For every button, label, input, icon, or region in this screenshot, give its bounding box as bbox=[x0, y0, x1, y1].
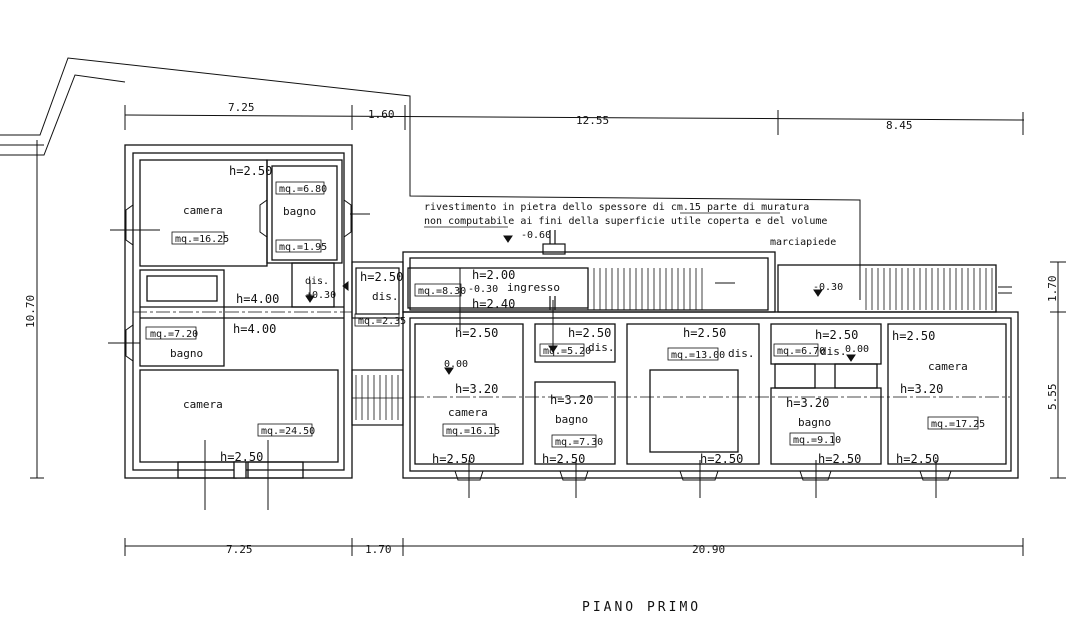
room-2-area: mq.=1.95 bbox=[279, 242, 327, 253]
stair-lines-right bbox=[587, 268, 993, 310]
dim-bottom-1: 7.25 bbox=[226, 543, 253, 556]
dimension-line-bottom bbox=[124, 538, 1024, 556]
room-9-area: mq.=5.20 bbox=[543, 346, 591, 357]
room-5-height-0: h=2.50 bbox=[220, 450, 263, 464]
room-7-area-box bbox=[414, 283, 462, 297]
room-1-name: bagno bbox=[283, 205, 316, 218]
dimension-line-left bbox=[30, 140, 44, 479]
room-13-name: bagno bbox=[798, 416, 831, 429]
room-12-height-0: h=2.50 bbox=[815, 328, 858, 342]
room-4-area: mq.=7.20 bbox=[150, 329, 198, 340]
room-8-area: mq.=16.15 bbox=[446, 426, 500, 437]
room-1-area-box bbox=[275, 181, 325, 195]
room-7-height-1: h=2.40 bbox=[472, 297, 515, 311]
dim-top-4: 8.45 bbox=[886, 119, 913, 132]
room-11-name: dis. bbox=[728, 347, 755, 360]
room-0-height-0: h=2.50 bbox=[229, 164, 272, 178]
level-000-camera: 0.00 bbox=[444, 359, 468, 370]
room-13-area-box bbox=[789, 432, 835, 446]
connector-walls bbox=[351, 261, 404, 426]
room-4-height-0: h=4.00 bbox=[233, 322, 276, 336]
room-12-area-box bbox=[773, 343, 819, 357]
room-9-height-0: h=2.50 bbox=[568, 326, 611, 340]
room-8-name: camera bbox=[448, 406, 488, 419]
dimension-line-right bbox=[1050, 261, 1066, 479]
dimension-line-top bbox=[124, 105, 1025, 135]
window-details-right bbox=[444, 235, 1012, 498]
level-pos030: +0.30 bbox=[306, 290, 336, 301]
plan-title: PIANO PRIMO bbox=[582, 600, 701, 615]
room-2-area-box bbox=[275, 239, 322, 253]
room-11-height-1: h=2.50 bbox=[700, 452, 743, 466]
level-neg060: -0.60 bbox=[521, 230, 551, 241]
room-14-height-0: h=2.50 bbox=[892, 329, 935, 343]
level-000-dis: 0.00 bbox=[845, 344, 869, 355]
room-8-height-1: h=3.20 bbox=[455, 382, 498, 396]
room-0-area: mq.=16.25 bbox=[175, 234, 229, 245]
room-7-area: mq.=8.30 bbox=[418, 286, 466, 297]
dim-right-1: 1.70 bbox=[1046, 276, 1059, 303]
room-11-height-0: h=2.50 bbox=[683, 326, 726, 340]
dim-bottom-2: 1.70 bbox=[365, 543, 392, 556]
room-5-name: camera bbox=[183, 398, 223, 411]
window-details-left bbox=[108, 199, 370, 510]
room-9-area-box bbox=[539, 343, 585, 357]
dim-top-3: 12.55 bbox=[576, 114, 609, 127]
room-7-height-0: h=2.00 bbox=[472, 268, 515, 282]
room-13-area: mq.=9.10 bbox=[793, 435, 841, 446]
room-6-name: dis. bbox=[372, 290, 399, 303]
room-0-name: camera bbox=[183, 204, 223, 217]
room-1-area: mq.=6.80 bbox=[279, 184, 327, 195]
room-5-area: mq.=24.50 bbox=[261, 426, 315, 437]
room-5-area-box bbox=[257, 423, 313, 437]
room-7-name: ingresso bbox=[507, 281, 560, 294]
room-6-area: mq.=2.35 bbox=[358, 316, 406, 327]
stair-lines-middle bbox=[352, 375, 403, 420]
level-neg030-marciapiede: -0.30 bbox=[813, 282, 843, 293]
room-12-area: mq.=6.70 bbox=[777, 346, 825, 357]
dim-bottom-3: 20.90 bbox=[692, 543, 725, 556]
room-4-area-box bbox=[145, 326, 197, 340]
room-8-height-0: h=2.50 bbox=[455, 326, 498, 340]
room-4-name: bagno bbox=[170, 347, 203, 360]
room-14-area-box bbox=[927, 416, 979, 430]
room-14-height-2: h=2.50 bbox=[896, 452, 939, 466]
room-8-height-2: h=2.50 bbox=[432, 452, 475, 466]
room-10-height-0: h=3.20 bbox=[550, 393, 593, 407]
background-lines bbox=[0, 57, 861, 300]
marciapiede-label: marciapiede bbox=[770, 237, 836, 248]
left-building-walls bbox=[124, 144, 353, 479]
level-neg030-ingresso: -0.30 bbox=[468, 284, 498, 295]
room-3-name: dis. bbox=[305, 276, 329, 287]
room-0-area-box bbox=[171, 231, 225, 245]
room-3-height-0: h=4.00 bbox=[236, 292, 279, 306]
dim-left: 10.70 bbox=[24, 295, 37, 328]
room-11-area-box bbox=[667, 347, 719, 361]
room-14-area: mq.=17.25 bbox=[931, 419, 985, 430]
entrance-marks bbox=[542, 230, 566, 310]
room-14-name: camera bbox=[928, 360, 968, 373]
room-6-height-0: h=2.50 bbox=[360, 270, 403, 284]
room-13-height-1: h=2.50 bbox=[818, 452, 861, 466]
room-8-area-box bbox=[442, 423, 496, 437]
room-9-name: dis. bbox=[588, 341, 615, 354]
room-10-name: bagno bbox=[555, 413, 588, 426]
room-10-area: mq.=7.30 bbox=[555, 437, 603, 448]
note-line-2: non computabile ai fini della superficie… bbox=[424, 216, 827, 227]
dim-right-2: 5.55 bbox=[1046, 384, 1059, 411]
dim-top-1: 7.25 bbox=[228, 101, 255, 114]
room-11-area: mq.=13.00 bbox=[671, 350, 725, 361]
room-6-area-box bbox=[354, 313, 400, 327]
dim-top-2: 1.60 bbox=[368, 108, 395, 121]
room-14-height-1: h=3.20 bbox=[900, 382, 943, 396]
room-10-area-box bbox=[551, 434, 597, 448]
room-12-name: dis. bbox=[820, 345, 847, 358]
room-13-height-0: h=3.20 bbox=[786, 396, 829, 410]
room-10-height-1: h=2.50 bbox=[542, 452, 585, 466]
note-line-1: rivestimento in pietra dello spessore di… bbox=[424, 202, 809, 213]
